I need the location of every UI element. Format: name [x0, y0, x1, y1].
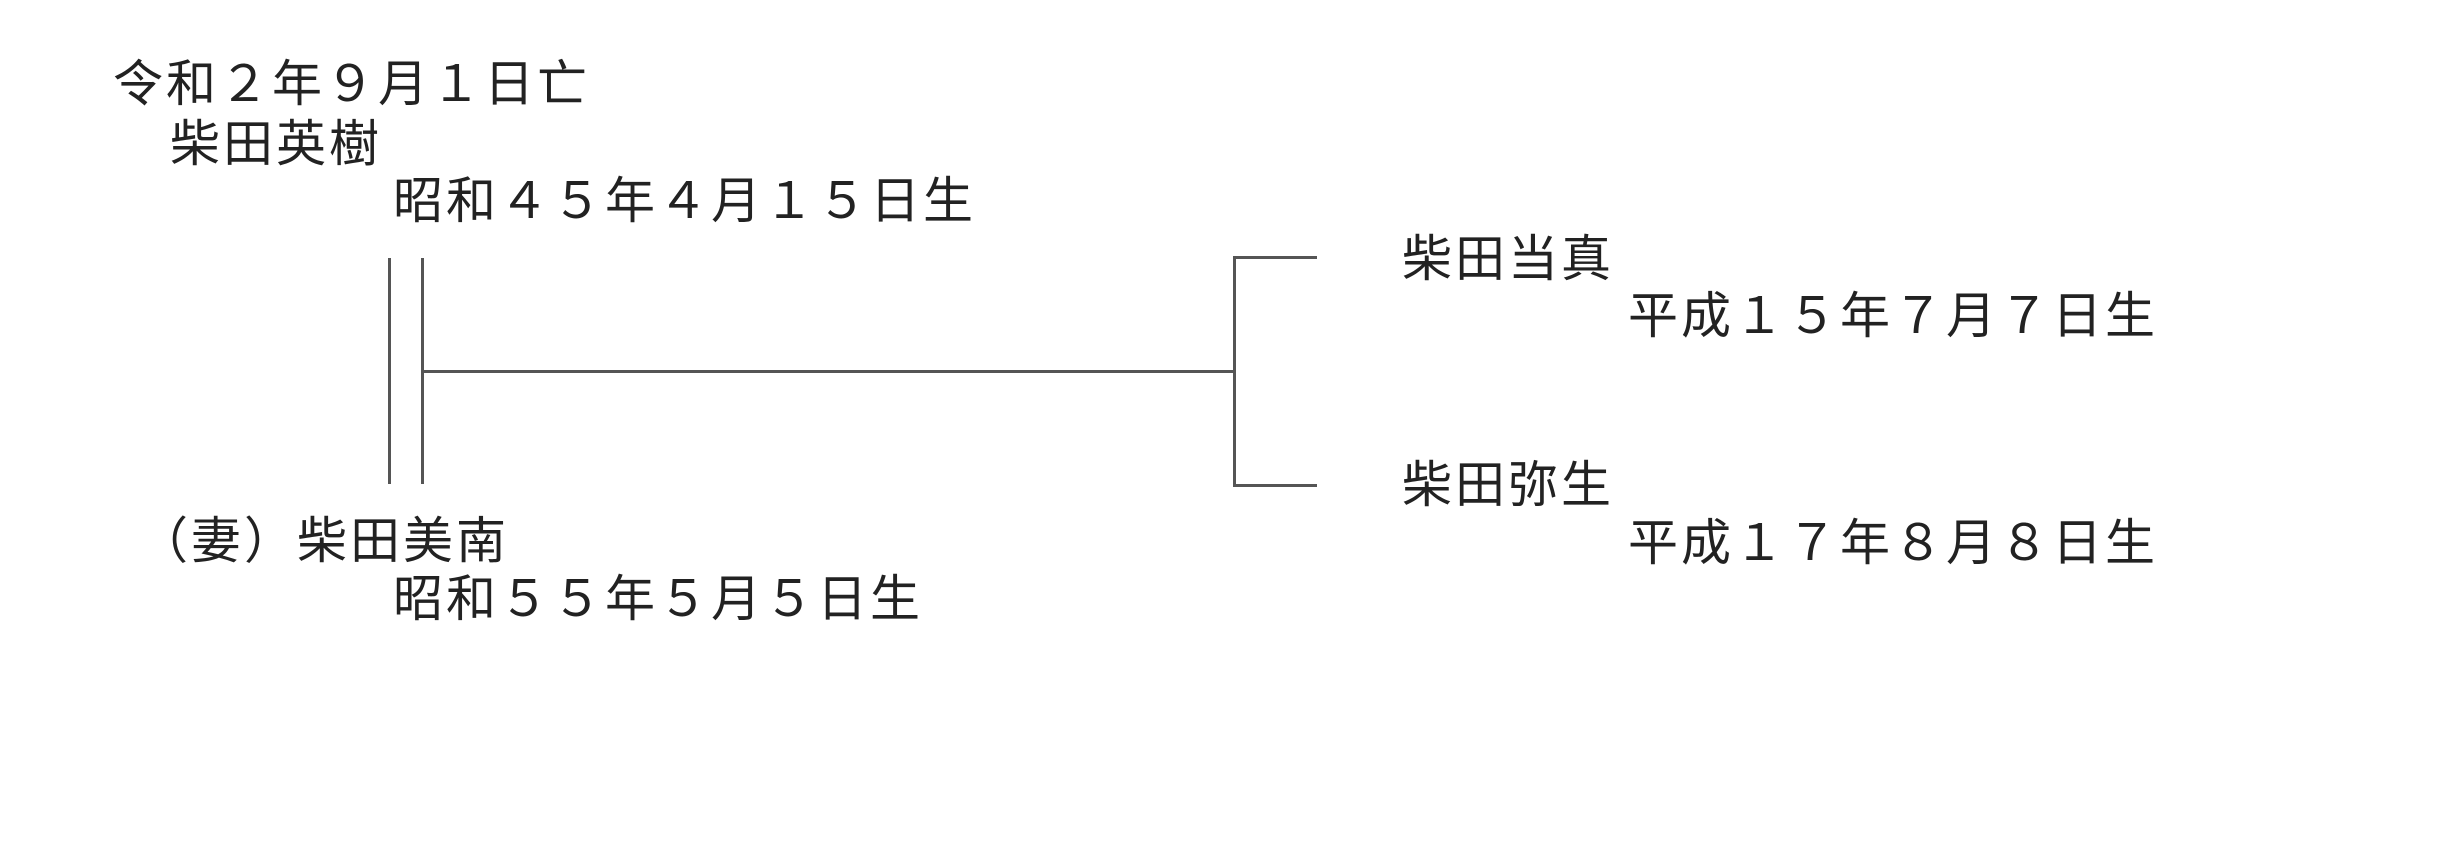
child-1-branch-line — [1233, 256, 1317, 259]
marriage-line-right — [421, 258, 424, 484]
father-death-note: 令和２年９月１日亡 — [113, 55, 590, 113]
mother-row: （妻）柴田美南 — [138, 516, 509, 566]
mother-name: 柴田美南 — [297, 512, 509, 570]
marriage-line-left — [388, 258, 391, 484]
child-1-birth-date: 平成１５年７月７日生 — [1628, 287, 2158, 345]
child-2-name: 柴田弥生 — [1402, 456, 1614, 514]
mother-birth-date: 昭和５５年５月５日生 — [393, 570, 923, 628]
descent-line — [423, 370, 1236, 373]
father-name: 柴田英樹 — [170, 115, 382, 173]
child-2-branch-line — [1233, 484, 1317, 487]
father-birth-date: 昭和４５年４月１５日生 — [393, 172, 976, 230]
child-1-name: 柴田当真 — [1402, 230, 1614, 288]
children-bracket-vertical — [1233, 256, 1236, 487]
child-2-birth-date: 平成１７年８月８日生 — [1628, 514, 2158, 572]
mother-relation: （妻） — [138, 512, 297, 570]
